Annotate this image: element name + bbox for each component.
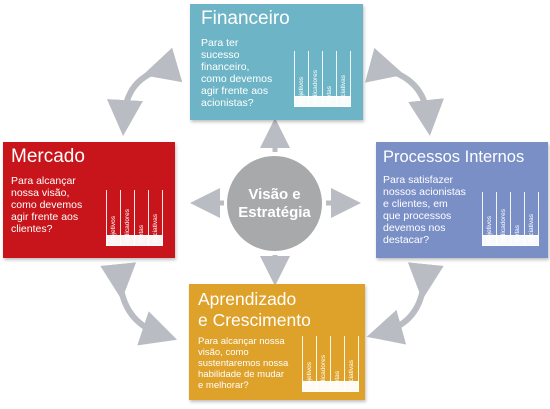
metric-column: Metas	[322, 51, 337, 107]
mercado-metrics-table: Objetivos Indicadores Metas Iniciativas	[106, 190, 163, 246]
aprendizado-box: Aprendizado e Crescimento Para alcançar …	[189, 284, 365, 400]
metric-column: Objetivos	[482, 192, 497, 246]
metric-label: Objetivos	[306, 361, 313, 389]
metric-column: Objetivos	[302, 336, 317, 392]
aprendizado-question-line: e melhorar?	[198, 380, 249, 391]
metric-column: Metas	[134, 190, 149, 246]
metric-label: Objetivos	[110, 215, 117, 243]
aprendizado-title: Aprendizado e Crescimento	[198, 289, 311, 331]
processos-question-line: e clientes, em	[383, 198, 448, 210]
financeiro-box: Financeiro Para ter sucesso financeiro, …	[190, 4, 363, 120]
metric-column: Metas	[330, 336, 345, 392]
metric-column: Indicadores	[308, 51, 323, 107]
metric-column: Iniciativas	[344, 336, 359, 392]
metric-column: Iniciativas	[336, 51, 351, 107]
financeiro-question-line: agir frente aos	[201, 85, 269, 97]
aprendizado-question-line: Para alcançar nossa	[198, 336, 285, 347]
financeiro-question-line: sucesso	[201, 49, 240, 61]
curved-arrow-pro-apr	[366, 262, 444, 345]
metric-column: Metas	[510, 192, 525, 246]
metric-label: Metas	[138, 225, 145, 243]
processos-metrics-table: Objetivos Indicadores Metas Iniciativas	[482, 192, 539, 246]
aprendizado-question-line: visão, como	[198, 347, 249, 358]
processos-question-line: devemos nos	[383, 222, 446, 234]
metric-label: Iniciativas	[340, 75, 347, 104]
curved-arrow-mer-apr	[100, 262, 178, 346]
mercado-question-line: nossa visão,	[11, 187, 70, 199]
curved-arrow-fin-mer	[106, 47, 183, 136]
financeiro-question-line: Para ter	[201, 37, 239, 49]
curved-arrow-fin-pro	[364, 47, 445, 136]
metric-column: Indicadores	[316, 336, 331, 392]
center-label-line: Visão e	[248, 185, 301, 203]
metric-label: Objetivos	[298, 76, 305, 104]
aprendizado-question-line: habilidade de mudar	[198, 369, 285, 380]
mercado-question-line: agir frente aos	[11, 211, 79, 223]
mercado-question-line: clientes?	[11, 223, 53, 235]
financeiro-question-line: como devemos	[201, 73, 273, 85]
metric-column: Iniciativas	[524, 192, 539, 246]
metric-column: Indicadores	[120, 190, 135, 246]
mercado-question-line: como devemos	[11, 199, 83, 211]
aprendizado-title-line: Aprendizado	[198, 289, 297, 309]
mercado-box: Mercado Para alcançar nossa visão, como …	[3, 142, 175, 258]
mercado-question: Para alcançar nossa visão, como devemos …	[11, 175, 82, 235]
metric-label: Indicadores	[320, 355, 327, 389]
metric-label: Indicadores	[500, 209, 507, 243]
processos-question-line: nossos acionistas	[383, 186, 466, 198]
processos-box: Processos Internos Para satisfazer nosso…	[376, 142, 548, 258]
mercado-question-line: Para alcançar	[11, 175, 76, 187]
vision-strategy-circle: Visão e Estratégia	[227, 156, 322, 251]
metric-column: Objetivos	[106, 190, 121, 246]
vision-strategy-label: Visão e Estratégia	[238, 186, 311, 222]
metric-label: Iniciativas	[528, 214, 535, 243]
processos-question: Para satisfazer nossos acionistas e clie…	[383, 174, 466, 246]
center-label-line: Estratégia	[238, 203, 311, 221]
metric-label: Metas	[326, 86, 333, 104]
processos-title: Processos Internos	[383, 148, 525, 166]
metric-label: Metas	[334, 371, 341, 389]
metric-label: Indicadores	[312, 70, 319, 104]
metric-column: Objetivos	[294, 51, 309, 107]
financeiro-question-line: acionistas?	[201, 97, 254, 109]
processos-question-line: Para satisfazer	[383, 174, 454, 186]
financeiro-question-line: financeiro,	[201, 61, 250, 73]
processos-question-line: que processos	[383, 210, 452, 222]
metric-column: Indicadores	[496, 192, 511, 246]
aprendizado-question: Para alcançar nossa visão, como sustenta…	[198, 336, 288, 391]
metric-label: Iniciativas	[348, 360, 355, 389]
financeiro-question: Para ter sucesso financeiro, como devemo…	[201, 37, 272, 109]
metric-label: Indicadores	[124, 209, 131, 243]
metric-label: Iniciativas	[152, 214, 159, 243]
metric-label: Metas	[514, 225, 521, 243]
financeiro-metrics-table: Objetivos Indicadores Metas Iniciativas	[294, 51, 351, 107]
mercado-title: Mercado	[11, 146, 85, 167]
financeiro-title: Financeiro	[201, 8, 290, 29]
processos-question-line: destacar?	[383, 234, 430, 246]
metric-label: Objetivos	[486, 215, 493, 243]
metric-column: Iniciativas	[148, 190, 163, 246]
aprendizado-metrics-table: Objetivos Indicadores Metas Iniciativas	[302, 336, 359, 392]
aprendizado-question-line: sustentaremos nossa	[198, 358, 289, 369]
aprendizado-title-line: e Crescimento	[198, 310, 311, 330]
